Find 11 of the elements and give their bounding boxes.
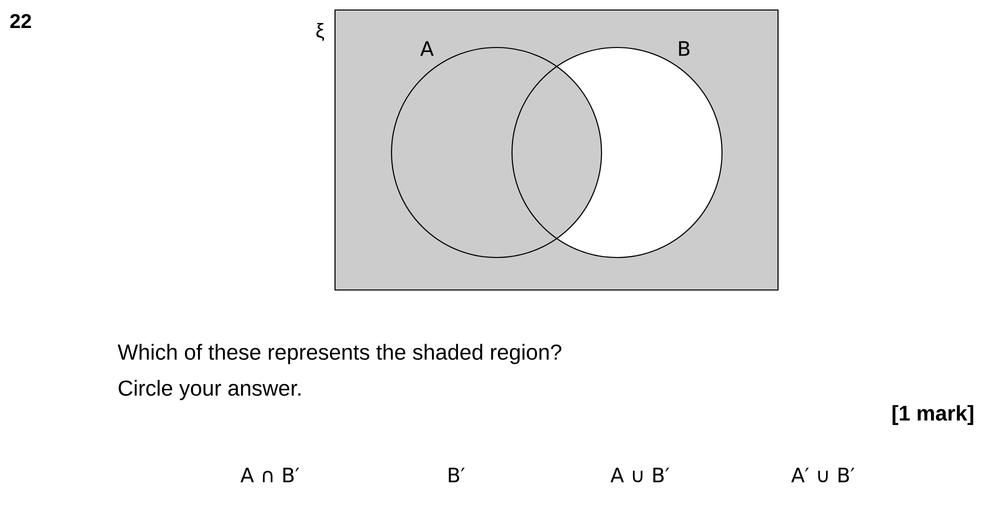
answer-option: A′ ∪ B′ [791,468,854,482]
set-label: A [420,41,434,56]
mark-allocation: [1 mark] [892,405,974,425]
set-label: B [679,41,690,56]
answer-option: A ∩ B′ [240,468,300,482]
set-label: ξ [316,23,324,41]
answer-option: A ∪ B′ [610,468,670,482]
question-text: Which of these represents the shaded region? [118,344,562,364]
instruction-text: Circle your answer. [118,380,300,400]
question-number: 22 [10,14,32,28]
answer-option: B′ [448,468,465,482]
